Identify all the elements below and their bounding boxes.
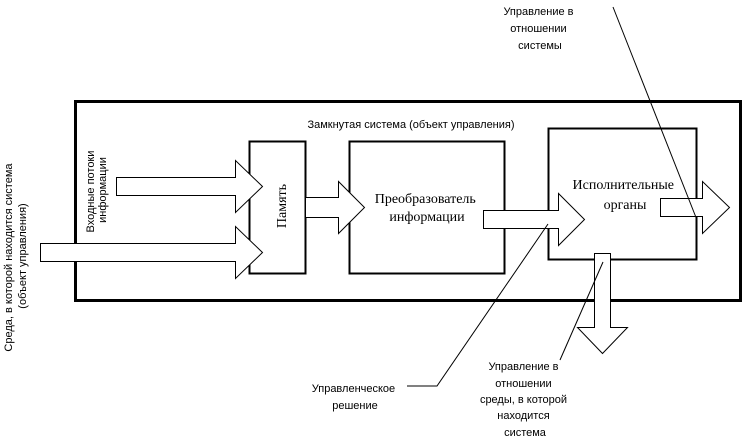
input-flow-arrow-lower (40, 225, 264, 280)
memory-label: Память (275, 184, 290, 228)
system-title: Замкнутая система (объект управления) (307, 119, 514, 131)
actuators-block (547, 127, 698, 261)
environment-label: Среда, в которой находится система (объе… (3, 160, 29, 351)
input-flow-arrow-upper (116, 159, 264, 214)
control-decision-label: Управленческое решение (312, 383, 398, 412)
converter-block (348, 140, 506, 275)
output-arrow-right (660, 180, 731, 235)
input-flows-label: Входные потоки информации (85, 148, 109, 233)
converter-label: Преобразователь информации (375, 192, 480, 225)
actuators-label: Исполнительные органы (573, 178, 678, 213)
control-environment-label: Управление в отношении среды, в которой … (480, 361, 570, 439)
leader-control-decision (407, 223, 549, 387)
control-system-label: Управление в отношении системы (503, 6, 576, 52)
leader-control-environment (559, 261, 604, 361)
leader-control-system (612, 6, 698, 221)
memory-to-converter-arrow (305, 180, 366, 235)
output-arrow-down (576, 253, 629, 355)
converter-to-actuators-arrow (483, 192, 586, 247)
closed-system-frame (74, 100, 742, 302)
